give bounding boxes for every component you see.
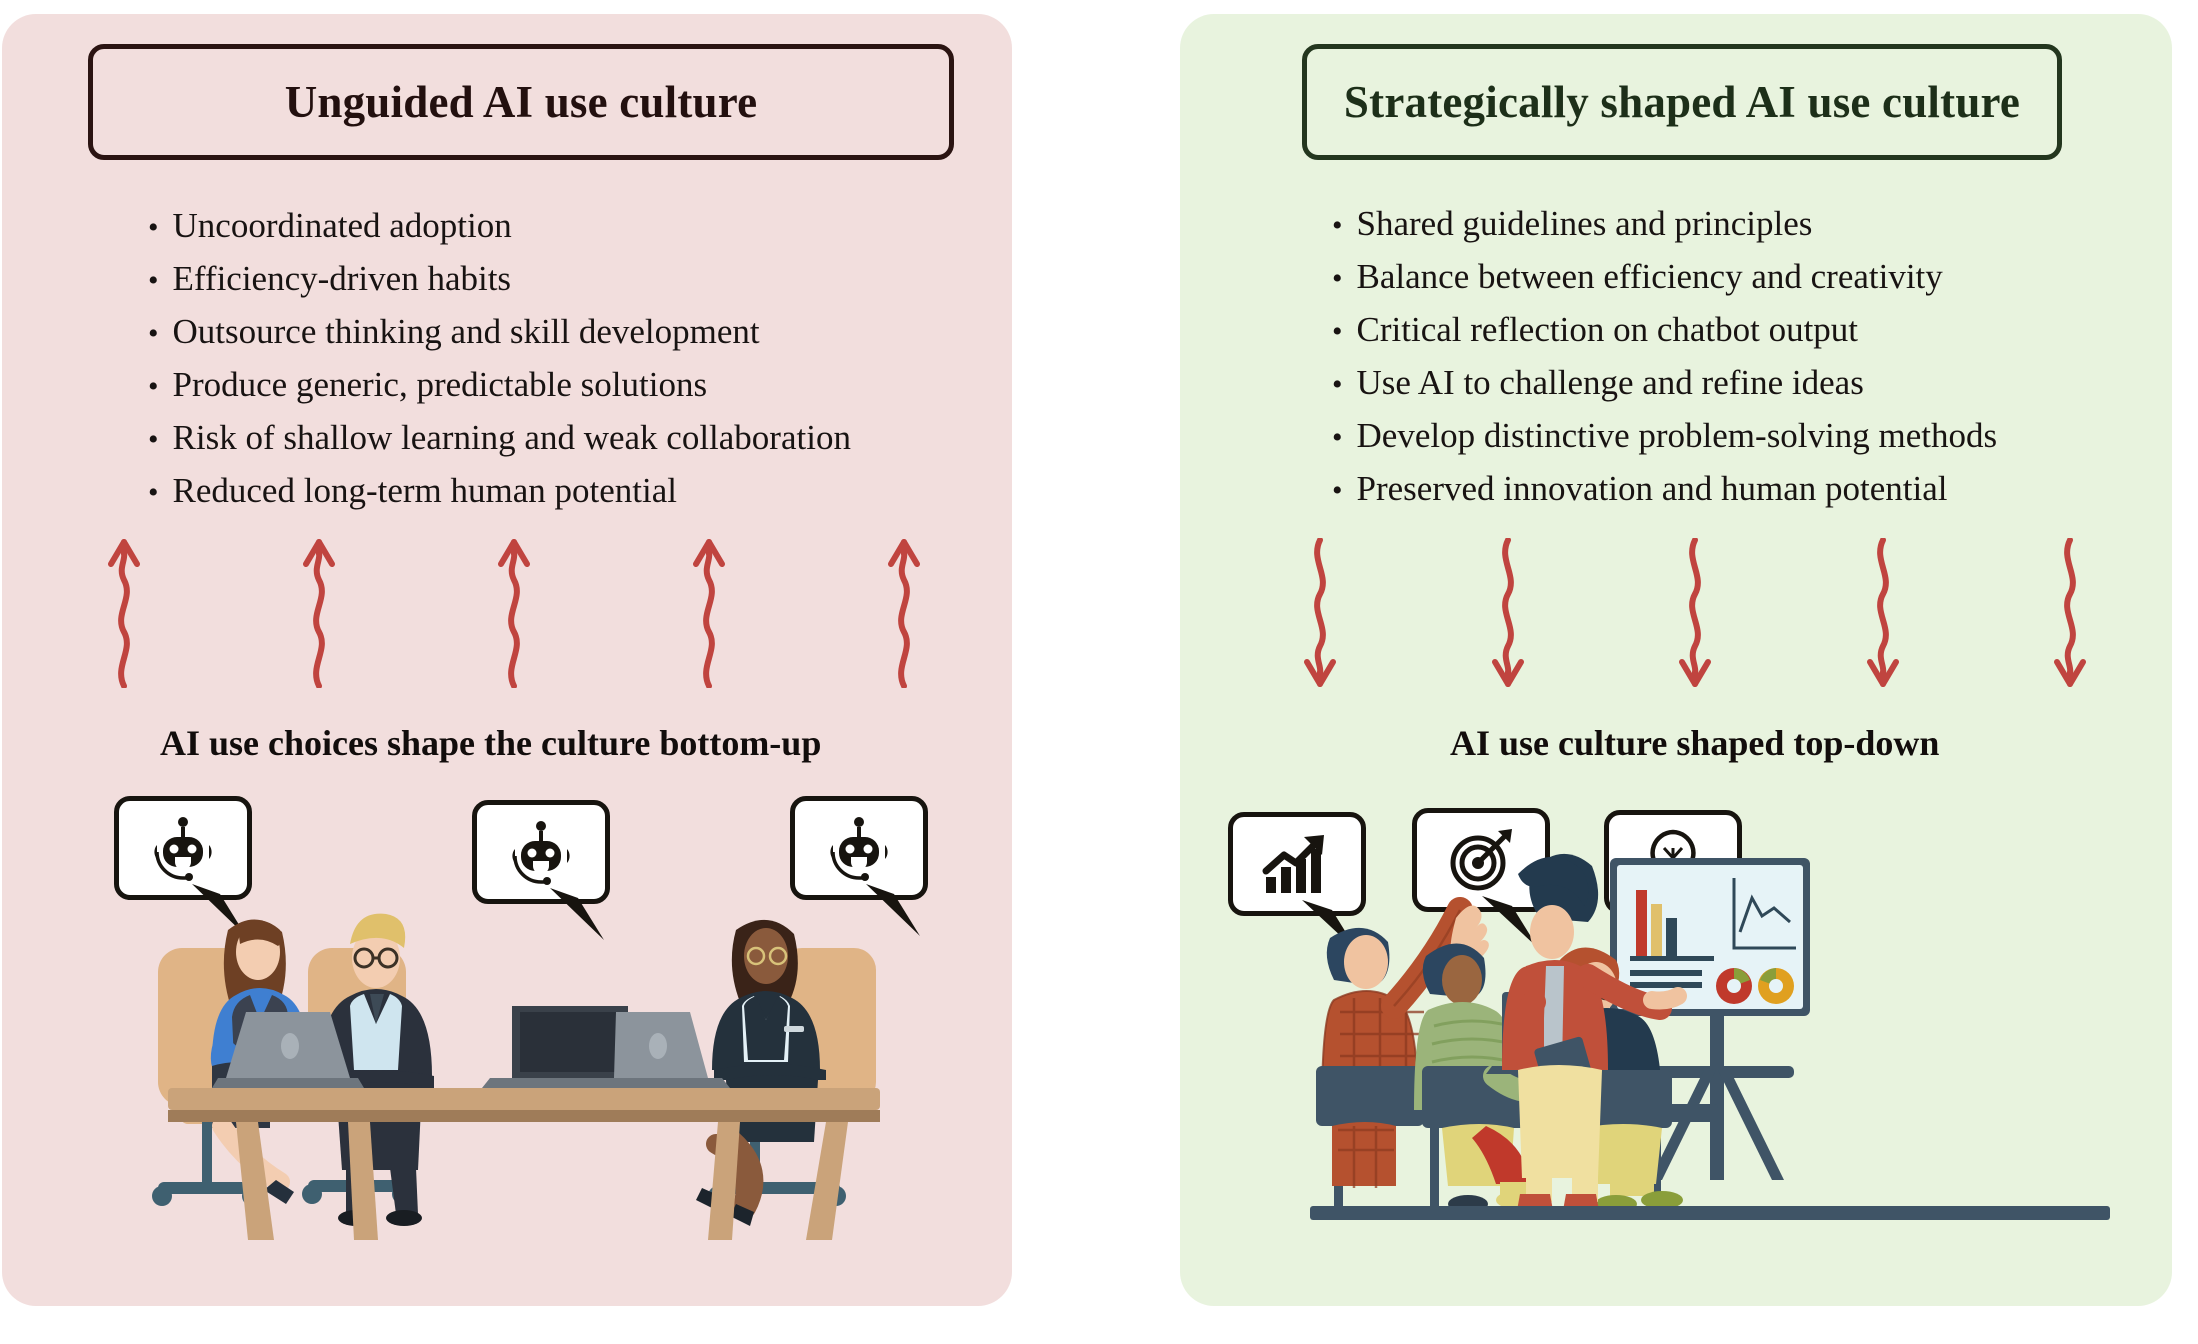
presentation-board	[1610, 858, 1810, 1016]
pie-chart	[1758, 968, 1794, 1004]
wavy-arrow-up-icon	[888, 539, 920, 688]
list-item: • Risk of shallow learning and weak colla…	[148, 412, 851, 465]
list-item-label: Preserved innovation and human potential	[1356, 469, 1948, 508]
list-item: • Reduced long-term human potential	[148, 465, 851, 518]
caption-top-down: AI use culture shaped top-down	[1450, 723, 1940, 763]
meeting-table	[168, 1088, 880, 1240]
speech-bubble-chatbot	[790, 796, 928, 900]
list-item-label: Balance between efficiency and creativit…	[1356, 257, 1943, 296]
speech-bubble-growth-chart	[1228, 812, 1366, 916]
list-item-label: Reduced long-term human potential	[172, 471, 677, 510]
list-item: • Use AI to challenge and refine ideas	[1332, 357, 1997, 410]
bullet-marker-icon: •	[1332, 209, 1343, 242]
meeting-table-illustration	[152, 913, 880, 1240]
wavy-arrow-up-icon	[303, 539, 335, 688]
list-item-label: Efficiency-driven habits	[172, 259, 512, 298]
page-title-unguided: Unguided AI use culture	[284, 77, 758, 127]
bullet-marker-icon: •	[148, 211, 159, 244]
laptop	[212, 1012, 364, 1088]
list-item-label: Critical reflection on chatbot output	[1356, 310, 1859, 349]
pie-chart	[1716, 968, 1752, 1004]
list-item: • Critical reflection on chatbot output	[1332, 304, 1997, 357]
list-item-label: Outsource thinking and skill development	[172, 312, 760, 351]
list-item: • Efficiency-driven habits	[148, 253, 851, 306]
list-item-label: Use AI to challenge and refine ideas	[1356, 363, 1864, 402]
caption-bottom-up: AI use choices shape the culture bottom-…	[160, 723, 822, 763]
list-item: • Outsource thinking and skill developmen…	[148, 306, 851, 359]
bullet-list-strategic: • Shared guidelines and principles • Balan…	[1332, 198, 1997, 516]
laptop	[482, 1006, 730, 1088]
list-item-label: Develop distinctive problem-solving meth…	[1356, 416, 1998, 455]
wavy-arrow-down-icon	[1304, 538, 1336, 687]
title-box-unguided: Unguided AI use culture	[88, 44, 954, 160]
target-icon	[1450, 829, 1512, 891]
bullet-marker-icon: •	[148, 476, 159, 509]
list-item-label: Shared guidelines and principles	[1356, 204, 1813, 243]
list-item: • Preserved innovation and human potentia…	[1332, 463, 1997, 516]
speech-bubble-tail	[550, 888, 604, 940]
speech-bubble-tail	[866, 884, 920, 936]
wavy-arrow-down-icon	[1866, 538, 1899, 687]
person-plaid-shirt-hand-raised	[1316, 897, 1489, 1188]
bullet-marker-icon: •	[1332, 262, 1343, 295]
list-item-label: Produce generic, predictable solutions	[172, 365, 708, 404]
bullet-list-unguided: • Uncoordinated adoption • Efficiency-driv…	[148, 200, 851, 518]
wavy-arrow-up-icon	[108, 539, 140, 688]
speech-bubble-tail	[192, 884, 246, 936]
bullet-marker-icon: •	[1332, 315, 1343, 348]
arrow-group-top-down	[1300, 538, 2090, 688]
list-item: • Shared guidelines and principles	[1332, 198, 1997, 251]
wavy-arrow-down-icon	[1679, 538, 1711, 687]
bullet-marker-icon: •	[1332, 368, 1343, 401]
list-item-label: Risk of shallow learning and weak collab…	[172, 418, 851, 457]
list-item: • Balance between efficiency and creativi…	[1332, 251, 1997, 304]
title-box-strategic: Strategically shaped AI use culture	[1302, 44, 2062, 160]
wavy-arrow-down-icon	[1491, 538, 1524, 687]
page-title-strategic: Strategically shaped AI use culture	[1343, 77, 2021, 127]
speech-bubble-chatbot	[472, 800, 610, 904]
chatbot-icon	[154, 817, 212, 881]
bullet-marker-icon: •	[148, 264, 159, 297]
wavy-arrow-down-icon	[2054, 538, 2086, 687]
speech-bubble-tail	[1482, 896, 1538, 948]
speech-bubble-chatbot	[114, 796, 252, 900]
bullet-marker-icon: •	[148, 423, 159, 456]
wavy-arrow-up-icon	[498, 539, 530, 688]
speech-bubble-target	[1412, 808, 1550, 912]
chatbot-icon	[830, 817, 888, 881]
list-item-label: Uncoordinated adoption	[172, 206, 512, 245]
presentation-board-stand	[1640, 1010, 1794, 1180]
list-item: • Produce generic, predictable solutions	[148, 359, 851, 412]
chatbot-icon	[512, 821, 570, 885]
list-item: • Uncoordinated adoption	[148, 200, 851, 253]
bullet-marker-icon: •	[148, 370, 159, 403]
person-presenter-red-cardigan	[1502, 853, 1687, 1216]
growth-chart-icon	[1262, 835, 1324, 893]
bullet-marker-icon: •	[1332, 421, 1343, 454]
arrow-group-bottom-up	[104, 538, 924, 688]
wavy-arrow-up-icon	[693, 539, 725, 688]
presentation-illustration	[1310, 853, 2110, 1220]
bullet-marker-icon: •	[1332, 474, 1343, 507]
list-item: • Develop distinctive problem-solving met…	[1332, 410, 1997, 463]
floor-line	[1310, 1206, 2110, 1220]
bullet-marker-icon: •	[148, 317, 159, 350]
